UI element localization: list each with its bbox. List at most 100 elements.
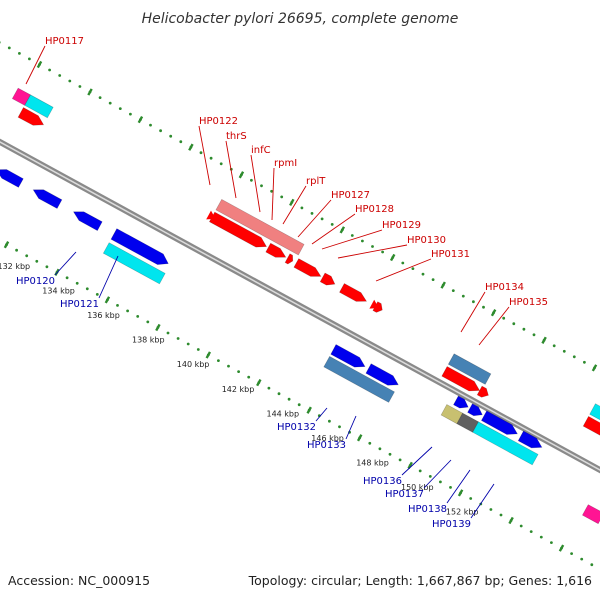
gene-label-reverse[interactable]: HP0120 (16, 276, 55, 287)
gene-box-magenta[interactable] (581, 504, 600, 525)
gene-label-forward[interactable]: HP0131 (431, 249, 470, 260)
tick-label: 152 kbp (446, 507, 479, 516)
gene-label-forward[interactable]: HP0128 (355, 204, 394, 215)
gene-arrow-red[interactable] (441, 366, 481, 392)
tick-dot (388, 452, 392, 456)
gene-box-cyan[interactable] (102, 242, 166, 285)
gene-arrow-blue[interactable] (0, 169, 24, 188)
gene-arrow-blue[interactable] (467, 403, 483, 417)
gene-box-cyan[interactable] (472, 421, 539, 466)
tick-dot (552, 344, 556, 348)
tick-dot (368, 441, 372, 445)
gene-arrow-red[interactable] (339, 283, 368, 302)
tick-dot (330, 223, 334, 226)
tick-dot (371, 245, 374, 248)
tick-dot (136, 315, 140, 318)
tick-dot (267, 386, 271, 390)
gene-features (0, 87, 600, 525)
tick-mark (541, 336, 547, 344)
tick-dot (179, 140, 183, 144)
tick-dot (287, 397, 291, 401)
tick-dot (18, 52, 21, 55)
leader-line (25, 45, 46, 85)
tick-label: 148 kbp (356, 458, 389, 467)
tick-dot (85, 287, 89, 291)
gene-arrow-blue[interactable] (517, 430, 543, 449)
gene-arrow-blue[interactable] (480, 410, 518, 435)
gene-arrow-blue[interactable] (72, 211, 103, 232)
gene-label-forward[interactable]: rpmI (274, 158, 297, 169)
tick-label: 132 kbp (0, 262, 30, 271)
gene-label-reverse[interactable]: HP0138 (408, 504, 447, 515)
tick-mark (558, 544, 565, 552)
gene-label-reverse[interactable]: HP0132 (277, 422, 316, 433)
gene-label-forward[interactable]: rplT (306, 176, 326, 187)
leader-line (311, 213, 356, 245)
gene-box-magenta[interactable] (11, 87, 31, 106)
gene-label-reverse[interactable]: HP0133 (307, 440, 346, 451)
tick-dot (217, 359, 220, 362)
gene-label-reverse[interactable]: HP0136 (363, 476, 402, 487)
gene-arrow-red[interactable] (582, 415, 600, 441)
gene-label-forward[interactable]: HP0122 (199, 116, 238, 127)
backbone-highlight (0, 141, 600, 471)
leader-line (337, 244, 408, 259)
tick-dot (169, 134, 173, 138)
gene-label-forward[interactable]: infC (251, 145, 271, 156)
gene-arrow-blue[interactable] (330, 344, 366, 368)
gene-arrow-blue[interactable] (453, 395, 469, 409)
gene-arrow-blue[interactable] (110, 228, 169, 265)
gene-arrow-red[interactable] (319, 272, 336, 286)
gene-arrow-blue[interactable] (32, 189, 63, 209)
tick-dot (350, 234, 354, 237)
tick-dot (149, 123, 152, 127)
gene-label-forward[interactable]: HP0130 (407, 235, 446, 246)
gene-label-forward[interactable]: HP0117 (45, 36, 84, 47)
gene-box-steel[interactable] (323, 355, 395, 403)
gene-label-forward[interactable]: HP0129 (382, 220, 421, 231)
gene-arrow-red[interactable] (293, 258, 322, 277)
leader-line (478, 306, 510, 346)
gene-label-forward[interactable]: thrS (226, 131, 247, 142)
tick-mark (87, 88, 93, 96)
leader-line (271, 167, 275, 221)
tick-label: 140 kbp (177, 360, 210, 369)
tick-dot (378, 447, 382, 451)
gene-arrow-blue[interactable] (365, 363, 399, 386)
tick-dot (280, 195, 284, 199)
tick-mark (457, 489, 464, 497)
leader-line (321, 229, 383, 250)
tick-dot (129, 112, 132, 116)
tick-dot (48, 68, 51, 72)
tick-dot (0, 41, 1, 44)
lower-tick-rail (3, 241, 594, 567)
gene-label-forward[interactable]: HP0135 (509, 297, 548, 308)
tick-mark (289, 198, 295, 207)
tick-dot (539, 535, 543, 539)
gene-box-cyan[interactable] (589, 403, 600, 434)
gene-box-pink[interactable] (215, 198, 305, 256)
gene-label-forward[interactable]: HP0127 (331, 190, 370, 201)
tick-label: 150 kbp (401, 483, 434, 492)
gene-label-reverse[interactable]: HP0121 (60, 299, 99, 310)
tick-dot (532, 333, 536, 337)
gene-label-reverse[interactable]: HP0137 (385, 489, 424, 500)
tick-dot (451, 289, 455, 292)
tick-mark (205, 351, 212, 359)
leader-line (401, 446, 433, 476)
gene-arrow-red[interactable] (208, 211, 268, 248)
gene-label-reverse[interactable]: HP0139 (432, 519, 471, 530)
gene-pointer (206, 210, 216, 220)
tick-mark (188, 143, 194, 151)
accession-text: Accession: NC_000915 (8, 573, 150, 588)
tick-dot (196, 348, 200, 351)
gene-arrow-red[interactable] (284, 253, 294, 265)
gene-label-forward[interactable]: HP0134 (485, 282, 524, 293)
tick-mark (339, 226, 346, 234)
tick-mark (256, 378, 262, 387)
gene-arrow-red[interactable] (17, 107, 45, 126)
tick-dot (176, 337, 180, 340)
gene-box-steel[interactable] (447, 353, 492, 385)
tick-dots (0, 41, 598, 567)
